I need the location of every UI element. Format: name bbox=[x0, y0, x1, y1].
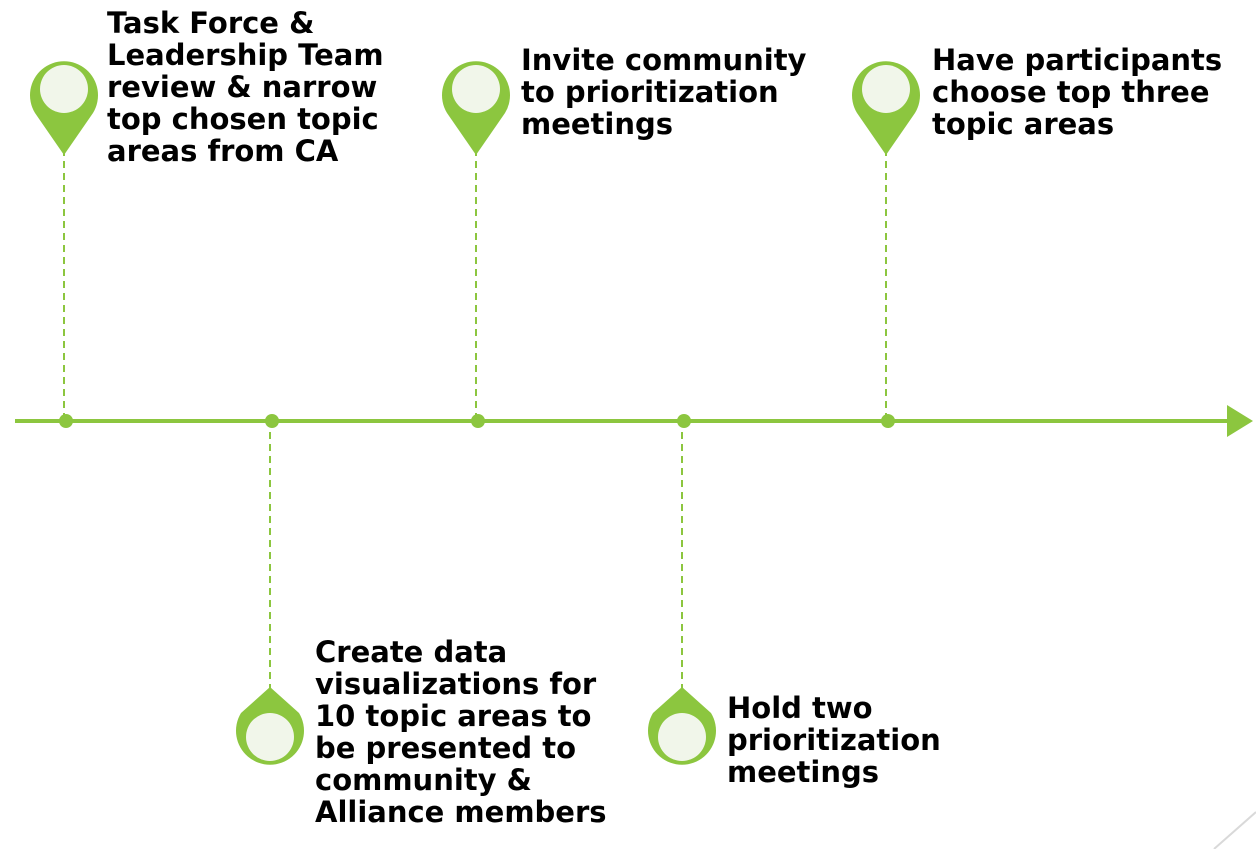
step-label-create-visualizations: Create data visualizations for 10 topic … bbox=[315, 635, 607, 829]
step-label-review-topics: Task Force & Leadership Team review & na… bbox=[107, 6, 384, 168]
corner-decoration-line bbox=[1213, 811, 1256, 849]
timeline-dot-step-5 bbox=[881, 414, 895, 428]
timeline-dot-step-1 bbox=[59, 414, 73, 428]
step-label-choose-topics: Have participants choose top three topic… bbox=[932, 43, 1223, 141]
step-label-hold-meetings: Hold two prioritization meetings bbox=[727, 691, 941, 789]
map-pin-icon-step-3 bbox=[442, 61, 510, 155]
map-pin-icon-step-2 bbox=[236, 687, 304, 765]
map-pin-icon-step-5 bbox=[852, 61, 920, 155]
map-pin-icon-step-1 bbox=[30, 61, 98, 155]
step-label-invite-community: Invite community to prioritization meeti… bbox=[521, 43, 807, 141]
timeline-dot-step-4 bbox=[677, 414, 691, 428]
timeline-dot-step-2 bbox=[265, 414, 279, 428]
timeline-arrowhead bbox=[1227, 405, 1253, 437]
timeline-dot-step-3 bbox=[471, 414, 485, 428]
map-pin-icon-step-4 bbox=[647, 687, 716, 765]
